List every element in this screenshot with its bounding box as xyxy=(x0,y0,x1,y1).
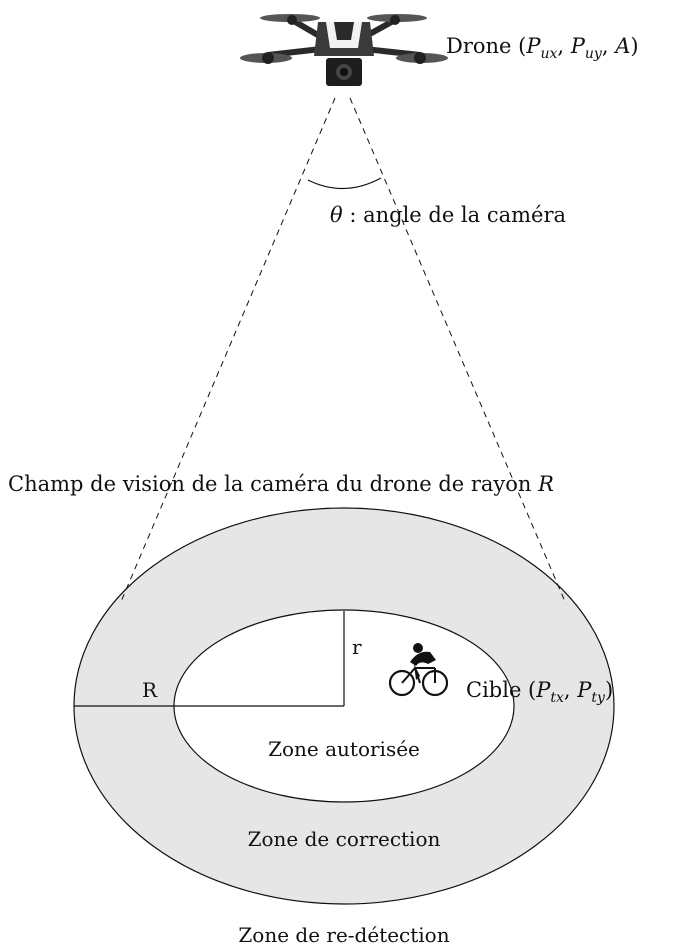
cible-label-tx: tx xyxy=(550,690,564,706)
cyclist-icon xyxy=(388,643,449,697)
drone-label-uy: uy xyxy=(585,46,603,62)
drone-label-a: A xyxy=(613,34,630,58)
drone-label-ux: ux xyxy=(540,46,557,62)
zone-redetection-label: Zone de re-détection xyxy=(238,923,449,947)
zone-correction-label: Zone de correction xyxy=(248,827,441,851)
cible-label: Cible (Ptx, Pty) xyxy=(466,678,613,706)
camera-angle-arc xyxy=(307,177,382,190)
fov-line-right xyxy=(349,97,567,605)
drone-label-sep2: , xyxy=(602,34,615,58)
fov-caption: Champ de vision de la caméra du drone de… xyxy=(8,472,554,496)
cible-label-prefix: Cible ( xyxy=(466,678,536,702)
drone-label-prefix: Drone ( xyxy=(446,34,526,58)
drone-label: Drone (Pux, Puy, A) xyxy=(446,34,639,62)
cible-label-p: P xyxy=(535,678,551,702)
fov-line-left xyxy=(119,97,336,605)
fov-caption-r: R xyxy=(537,472,554,496)
r-label: r xyxy=(352,635,362,659)
theta-label: θ : angle de la caméra xyxy=(330,203,566,227)
drone-icon xyxy=(240,14,448,86)
cible-label-p2: P xyxy=(576,678,592,702)
fov-caption-text: Champ de vision de la caméra du drone de… xyxy=(8,472,538,496)
drone-label-p2: P xyxy=(570,34,586,58)
drone-label-close: ) xyxy=(630,34,638,58)
theta-text: : angle de la caméra xyxy=(343,203,566,227)
cible-label-ty: ty xyxy=(591,690,606,706)
zone-autorisee-label: Zone autorisée xyxy=(268,737,420,761)
cible-label-close: ) xyxy=(605,678,613,702)
drone-label-sep1: , xyxy=(557,34,570,58)
R-label: R xyxy=(142,678,158,702)
cible-label-sep: , xyxy=(564,678,577,702)
drone-label-p: P xyxy=(525,34,541,58)
theta-symbol: θ xyxy=(330,203,343,227)
